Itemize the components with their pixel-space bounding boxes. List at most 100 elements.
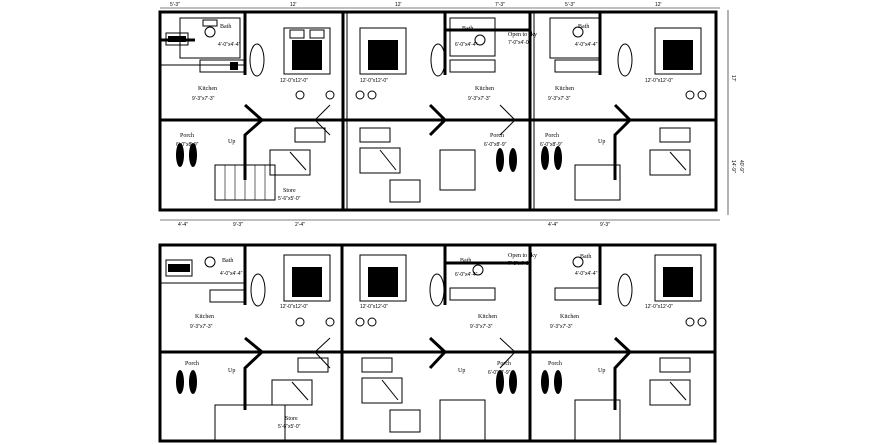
- b-unit-b-sofa: [361, 357, 393, 373]
- b-unit-a-diagonal-wall: [243, 336, 265, 410]
- b-unit-b-dining-diag: [381, 379, 399, 401]
- b-unit-b-chair-2: [367, 317, 377, 327]
- b-unit-c-chair-2: [697, 317, 707, 327]
- b-unit-b-bike-icon: [496, 370, 504, 394]
- unit-a-dining-diag: [289, 151, 307, 171]
- b-unit-b-dining-table: [361, 377, 403, 404]
- unit-a-porch-label: Porch: [180, 133, 194, 139]
- b-unit-b-open-sky-size: 7'-0"x4'-0": [508, 261, 531, 267]
- unit-a-bed: [283, 27, 331, 75]
- dim-top-6: 12': [655, 2, 662, 8]
- b-unit-c-kitchen-size: 9'-3"x7'-3": [550, 324, 573, 330]
- unit-b-open-sky-size: 7'-0"x4'-0": [508, 40, 531, 46]
- unit-c-kitchen-size: 9'-3"x7'-3": [548, 96, 571, 102]
- unit-a-pillow-right: [309, 29, 325, 39]
- dim-bottom-3: 2'-4": [295, 222, 305, 228]
- unit-b-porch-label: Porch: [490, 133, 504, 139]
- b-unit-c-dressing-table: [617, 273, 633, 307]
- b-unit-b-bed-size: 12'-0"x12'-0": [360, 304, 388, 310]
- unit-c-dressing-table: [617, 43, 633, 77]
- unit-b-dining-diag: [379, 149, 397, 171]
- unit-a-store-label: Store: [283, 188, 296, 194]
- b-unit-b-bed-quilt: [368, 267, 398, 297]
- unit-a-north-box: [165, 32, 189, 46]
- unit-a-bed-size: 12'-0"x12'-0": [280, 78, 308, 84]
- unit-b-bed-size: 12'-0"x12'-0": [360, 78, 388, 84]
- unit-a-porch-size: 6'-0"x8'-9": [176, 142, 199, 148]
- dim-side-1: 17': [730, 75, 736, 82]
- b-unit-b-diagonal-wall: [428, 336, 448, 370]
- unit-b-bike-icon: [496, 148, 504, 172]
- unit-a-kitchen-label: Kitchen: [198, 86, 217, 92]
- unit-b-diagonal-wall: [428, 103, 448, 137]
- b-unit-c-chair-1: [685, 317, 695, 327]
- b-unit-b-kitchen-counter: [449, 287, 496, 301]
- unit-c-diagonal-wall: [613, 103, 633, 180]
- unit-a-dining-table: [269, 149, 311, 176]
- dim-top-3: 12': [395, 2, 402, 8]
- b-unit-b-bed: [359, 254, 407, 302]
- unit-b-diagonal-wall-b: [499, 104, 516, 136]
- b-unit-a-up-label: Up: [228, 368, 235, 374]
- unit-b-sofa: [359, 127, 391, 143]
- dim-bottom-4: 4'-4": [548, 222, 558, 228]
- unit-c-bed: [654, 27, 702, 75]
- b-unit-a-chair-1: [295, 317, 305, 327]
- b-unit-c-bike-icon-2: [554, 370, 562, 394]
- unit-b-bike-icon-2: [509, 148, 517, 172]
- unit-a-up-label: Up: [228, 139, 235, 145]
- bottom-plan: Bath 4'-0"x4'-4" Kitchen 9'-3"x7'-3" 12'…: [158, 243, 717, 443]
- unit-b-porch-size: 6'-0"x8'-9": [484, 142, 507, 148]
- unit-c-porch-label: Porch: [545, 133, 559, 139]
- b-unit-a-kitchen-label: Kitchen: [195, 314, 214, 320]
- b-unit-a-porch-label: Porch: [185, 361, 199, 367]
- b-unit-b-open-sky-label: Open to sky: [508, 253, 537, 259]
- unit-c-kitchen-counter: [554, 59, 601, 73]
- unit-b-bath: [449, 17, 496, 57]
- b-unit-c-bath-size: 4'-0"x4'-4": [575, 271, 598, 277]
- unit-a-kitchen-counter: [199, 59, 246, 73]
- b-unit-a-bed-size: 12'-0"x12'-0": [280, 304, 308, 310]
- b-unit-a-dining-diag: [291, 381, 309, 401]
- unit-b-bed: [359, 27, 407, 75]
- unit-c-bed-size: 12'-0"x12'-0": [645, 78, 673, 84]
- unit-b-kitchen-label: Kitchen: [475, 86, 494, 92]
- unit-c-bath-label: Bath: [578, 24, 589, 30]
- unit-b-toilet-icon: [474, 34, 486, 46]
- b-unit-b-kitchen-size: 9'-3"x7'-3": [470, 324, 493, 330]
- unit-a-washbasin-icon: [202, 19, 218, 27]
- b-unit-c-kitchen-counter: [554, 287, 601, 301]
- unit-c-bike-icon: [541, 146, 549, 170]
- unit-c-dining-table: [649, 149, 691, 176]
- b-unit-b-diagonal-wall-b: [499, 337, 516, 369]
- unit-a-bike-icon-2: [189, 143, 197, 167]
- b-unit-a-kitchen-size: 9'-3"x7'-3": [190, 324, 213, 330]
- b-unit-a-north-box: [165, 259, 193, 277]
- top-outer-wall: [158, 10, 718, 212]
- unit-b-chair-1: [355, 90, 365, 100]
- unit-c-toilet-icon: [572, 26, 584, 38]
- unit-b-chair-2: [367, 90, 377, 100]
- unit-a-stairs: [214, 164, 276, 201]
- b-unit-a-north-arrow-icon: [168, 264, 190, 272]
- unit-c-kitchen-label: Kitchen: [555, 86, 574, 92]
- unit-a-toilet-icon: [204, 26, 216, 38]
- b-unit-b-chair-1: [355, 317, 365, 327]
- b-unit-a-store-size: 5'-6"x5'-0": [278, 424, 301, 430]
- unit-b-dressing-table: [430, 43, 446, 77]
- unit-a-store-size: 5'-6"x5'-0": [278, 196, 301, 202]
- b-unit-c-sofa: [659, 357, 691, 373]
- b-unit-a-toilet-icon: [204, 256, 216, 268]
- b-unit-a-sofa: [297, 357, 329, 373]
- b-unit-c-up-label: Up: [598, 368, 605, 374]
- unit-b-kitchen-size: 9'-3"x7'-3": [468, 96, 491, 102]
- unit-c-up-label: Up: [598, 139, 605, 145]
- unit-b-kitchen-counter: [449, 59, 496, 73]
- unit-b-open-sky-label: Open to sky: [508, 32, 537, 38]
- unit-c-bed-quilt: [663, 40, 693, 70]
- b-unit-b-bath-size: 6'-0"x4'-4": [455, 272, 478, 278]
- b-unit-c-bath-label: Bath: [580, 254, 591, 260]
- unit-b-bath-label: Bath: [462, 26, 473, 32]
- unit-a-dressing-table: [249, 43, 265, 77]
